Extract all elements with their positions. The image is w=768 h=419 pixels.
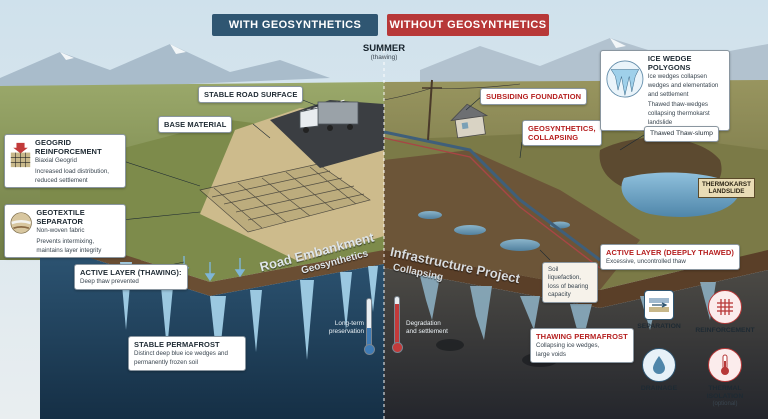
base-material-label: BASE MATERIAL <box>164 120 227 129</box>
separation-icon <box>644 290 674 320</box>
ice-wedge-polygons-callout: ICE WEDGE POLYGONS Ice wedges collapsen … <box>600 50 730 131</box>
geotextile-line1: Non-woven fabric <box>36 227 85 234</box>
legend-drainage-label: DRAINAGE <box>640 385 678 392</box>
legend-thermal-line3: (optional) <box>712 400 738 407</box>
ice-wedge-icon <box>606 60 644 98</box>
stable-permafrost-line2: permanently frozen soil <box>134 358 198 366</box>
thermometer-icon <box>708 348 742 382</box>
thawing-permafrost-callout: THAWING PERMAFROST Collapsing ice wedges… <box>530 328 634 363</box>
subsiding-foundation-label: SUBSIDING FOUNDATION <box>486 92 582 101</box>
geogrid-callout: GEOGRID REINFORCEMENT Biaxial Geogrid In… <box>4 134 126 189</box>
reinforcement-icon <box>708 290 742 324</box>
geogrid-line2: Increased load distribution, <box>35 167 109 175</box>
ice-wedge-line1: Ice wedges collapsen <box>647 73 707 80</box>
legend-reinforcement-label: REINFORCEMENT <box>695 327 755 334</box>
stable-road-label: STABLE ROAD SURFACE <box>204 90 298 99</box>
active-layer-left-title: ACTIVE LAYER (Thawing): <box>80 268 182 277</box>
legend-thermal-isolation: THERMAL ISOLATION (optional) <box>694 348 756 407</box>
stable-road-callout: STABLE ROAD SURFACE <box>198 86 304 103</box>
geogrid-line1: Biaxial Geogrid <box>35 157 77 164</box>
collapsing-title-1: GEOSYNTHETICS, <box>528 124 596 133</box>
legend-separation: SEPARATION <box>628 290 690 331</box>
active-layer-right-callout: ACTIVE LAYER (Deeply Thawed) Excessive, … <box>600 244 740 270</box>
legend-thermal-line1: THERMAL <box>708 385 742 392</box>
thaw-slump-callout: Thawed Thaw-slump <box>644 126 719 143</box>
thaw-slump-label: Thawed Thaw-slump <box>650 130 713 137</box>
geotextile-icon <box>10 212 32 234</box>
geotextile-callout: GEOTEXTILE SEPARATOR Non-woven fabric Pr… <box>4 204 126 259</box>
ice-wedge-line6: landslide <box>647 118 673 126</box>
thermometer-right-bulb <box>392 342 403 353</box>
base-material-callout: BASE MATERIAL <box>158 116 233 133</box>
ice-wedge-title: ICE WEDGE POLYGONS <box>647 54 692 72</box>
active-layer-left-line1: Deep thaw prevented <box>80 278 139 285</box>
legend-drainage: DRAINAGE <box>628 348 690 393</box>
legend-separation-label: SEPARATION <box>637 323 681 330</box>
season-title: SUMMER <box>362 43 406 54</box>
season-label: SUMMER (thawing) <box>330 43 438 61</box>
geotextile-title: GEOTEXTILE SEPARATOR <box>36 208 85 226</box>
geosynthetics-collapsing-callout: GEOSYNTHETICS, COLLAPSING <box>522 120 602 146</box>
liquefaction-callout: Soil liquefaction, loss of bearing capac… <box>542 262 598 303</box>
thermo-note-right-line2: and settlement <box>406 328 448 335</box>
thermokarst-sign: THERMOKARST LANDSLIDE <box>698 178 755 199</box>
collapsing-title-2: COLLAPSING <box>528 133 579 142</box>
thawing-permafrost-title: THAWING PERMAFROST <box>536 332 628 341</box>
liquefaction-line2: loss of bearing <box>548 282 589 290</box>
subsiding-foundation-callout: SUBSIDING FOUNDATION <box>480 88 588 105</box>
thermo-note-right-line1: Degradation <box>406 320 441 327</box>
thermo-note-left: Long-term preservation <box>328 320 364 336</box>
thermometer-right <box>394 296 400 346</box>
legend-thermal-line2: ISOLATION <box>706 392 744 400</box>
active-layer-left-callout: ACTIVE LAYER (Thawing): Deep thaw preven… <box>74 264 188 290</box>
legend-reinforcement: REINFORCEMENT <box>694 290 756 335</box>
thermometer-left-bulb <box>364 344 375 355</box>
stable-permafrost-title: STABLE PERMAFROST <box>134 340 220 349</box>
geotextile-line3: maintains layer integrity <box>36 246 102 254</box>
thermokarst-sign-line2: LANDSLIDE <box>708 188 745 196</box>
thermo-note-left-line1: Long-term <box>334 320 364 327</box>
thermo-note-right: Degradation and settlement <box>406 320 448 336</box>
active-layer-right-title: ACTIVE LAYER (Deeply Thawed) <box>606 248 734 257</box>
drainage-icon <box>642 348 676 382</box>
liquefaction-line1: Soil liquefaction, <box>548 266 582 281</box>
stable-permafrost-callout: STABLE PERMAFROST Distinct deep blue ice… <box>128 336 246 371</box>
stable-permafrost-line1: Distinct deep blue ice wedges and <box>134 350 228 357</box>
ice-wedge-line3: and settlement <box>647 90 689 98</box>
geogrid-line3: reduced settlement <box>35 176 88 184</box>
with-geosynthetics-header: WITH GEOSYNTHETICS <box>212 14 378 36</box>
thawing-permafrost-line1: Collapsing ice wedges, <box>536 342 600 349</box>
liquefaction-line3: capacity <box>548 291 571 299</box>
geotextile-line2: Prevents intermixing, <box>36 237 95 245</box>
ice-wedge-line5: collapsing thermokarst <box>647 110 710 117</box>
without-geosynthetics-header: WITHOUT GEOSYNTHETICS <box>387 14 549 36</box>
thawing-permafrost-line2: large voids <box>536 350 566 358</box>
thermometer-left <box>366 298 372 348</box>
thermokarst-sign-line1: THERMOKARST <box>702 181 751 188</box>
geogrid-icon <box>10 142 31 168</box>
active-layer-right-line1: Excessive, uncontrolled thaw <box>606 258 686 265</box>
ice-wedge-line4: Thawed thaw-wedges <box>647 101 709 109</box>
geogrid-title: GEOGRID REINFORCEMENT <box>35 138 102 156</box>
season-subtitle: (thawing) <box>370 54 398 61</box>
ice-wedge-line2: wedges and elementation <box>647 81 719 89</box>
thermo-note-left-line2: preservation <box>328 328 364 335</box>
